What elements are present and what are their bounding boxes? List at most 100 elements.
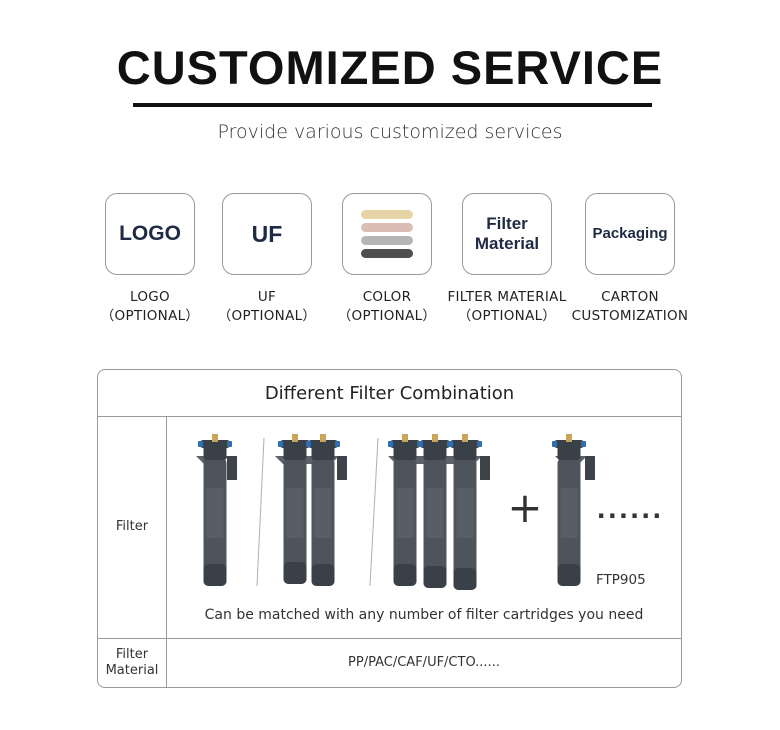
wall-plate: [480, 456, 490, 480]
cartridge-base: [283, 562, 307, 584]
option-uf-caption-sub: （OPTIONAL）: [217, 308, 317, 324]
cartridge-base: [203, 564, 227, 586]
material-row-body: PP/PAC/CAF/UF/CTO......: [167, 638, 681, 687]
cartridge-head: [311, 446, 335, 460]
cartridge-valve: [212, 434, 218, 442]
cartridge-base: [453, 568, 477, 590]
option-logo-caption: LOGO （OPTIONAL）: [80, 288, 220, 326]
option-color-box[interactable]: [342, 193, 432, 275]
color-swatch-pink: [361, 223, 413, 232]
cartridge-base: [393, 564, 417, 586]
cartridge-port: [450, 440, 480, 448]
option-filter-material-box-line2: Material: [474, 234, 540, 253]
cartridge-base: [557, 564, 581, 586]
filter-combination-table: Different Filter Combination Filter + ..…: [97, 369, 682, 688]
option-uf[interactable]: UF UF （OPTIONAL）: [197, 193, 337, 326]
plus-symbol: +: [507, 483, 542, 532]
page-title: CUSTOMIZED SERVICE: [116, 41, 664, 94]
service-options: LOGO LOGO （OPTIONAL） UF UF （OPTIONAL） CO…: [0, 193, 780, 343]
cartridge-head: [203, 446, 227, 460]
cartridge-port: [420, 440, 450, 448]
option-logo-box[interactable]: LOGO: [105, 193, 195, 275]
wall-plate: [227, 456, 237, 480]
cartridge-valve: [566, 434, 572, 442]
cartridge-group: [196, 434, 595, 590]
material-row-label-line2: Material: [105, 662, 159, 678]
filter-combinations-illustration: + ......: [196, 434, 664, 590]
model-label: FTP905: [596, 572, 646, 588]
cartridge-valve: [432, 434, 438, 442]
option-filter-material-caption-title: FILTER MATERIAL: [447, 289, 567, 305]
cartridge-port: [280, 440, 310, 448]
cartridge-port: [390, 440, 420, 448]
option-color[interactable]: COLOR （OPTIONAL）: [317, 193, 457, 326]
cartridge-valve: [402, 434, 408, 442]
option-logo[interactable]: LOGO LOGO （OPTIONAL）: [80, 193, 220, 326]
combo-divider-2: [369, 437, 379, 587]
option-packaging[interactable]: Packaging CARTON CUSTOMIZATION: [560, 193, 700, 326]
combo-divider-1: [256, 437, 265, 587]
option-uf-box[interactable]: UF: [222, 193, 312, 275]
option-filter-material-box-line1: Filter: [486, 214, 528, 234]
option-packaging-box-text: Packaging: [592, 225, 668, 243]
cartridge-valve: [292, 434, 298, 442]
cartridge-port: [554, 440, 584, 448]
filter-row-body: + ...... FTP905 Can be matched with any …: [167, 416, 681, 638]
option-packaging-box[interactable]: Packaging: [585, 193, 675, 275]
cartridge-head: [423, 446, 447, 460]
cartridge-label: [456, 488, 474, 538]
option-uf-caption-title: UF: [257, 289, 277, 305]
filter-row: Filter + ...... FTP905 Can be matched wi…: [98, 416, 681, 639]
port-fitting: [477, 441, 482, 447]
option-filter-material-box[interactable]: Filter Material: [462, 193, 552, 275]
option-uf-caption: UF （OPTIONAL）: [197, 288, 337, 326]
port-fitting: [306, 441, 311, 447]
cartridge-port: [200, 440, 230, 448]
port-fitting: [448, 441, 453, 447]
more-ellipsis: ......: [597, 496, 664, 524]
cartridge-port: [308, 440, 338, 448]
color-swatch-dark: [361, 249, 413, 258]
filter-note: Can be matched with any number of filter…: [204, 607, 644, 623]
port-fitting: [418, 441, 423, 447]
cartridge-head: [557, 446, 581, 460]
option-logo-caption-sub: （OPTIONAL）: [100, 308, 200, 324]
table-header: Different Filter Combination: [98, 370, 681, 417]
title-underline: [133, 103, 652, 107]
cartridge-head: [393, 446, 417, 460]
material-row: Filter Material PP/PAC/CAF/UF/CTO......: [98, 638, 681, 687]
cartridge-base: [423, 566, 447, 588]
color-swatch-beige: [361, 210, 413, 219]
port-fitting: [198, 441, 203, 447]
filter-row-label: Filter: [98, 416, 167, 638]
option-filter-material-box-text: Filter Material: [475, 214, 539, 253]
option-logo-box-text: LOGO: [119, 221, 181, 245]
color-swatches: [361, 210, 413, 258]
cartridge-label: [396, 488, 414, 538]
cartridge-label: [314, 488, 332, 538]
wall-plate: [337, 456, 347, 480]
port-fitting: [278, 441, 283, 447]
option-filter-material[interactable]: Filter Material FILTER MATERIAL （OPTIONA…: [437, 193, 577, 326]
cartridge-head: [283, 446, 307, 460]
port-fitting: [227, 441, 232, 447]
cartridge-base: [311, 564, 335, 586]
option-packaging-caption-sub: CUSTOMIZATION: [571, 308, 689, 324]
cartridge-label: [286, 488, 304, 538]
option-packaging-caption-title: CARTON: [601, 289, 659, 305]
option-uf-box-text: UF: [251, 220, 283, 247]
cartridge-head: [453, 446, 477, 460]
cartridge-label: [560, 488, 578, 538]
port-fitting: [388, 441, 393, 447]
option-logo-caption-title: LOGO: [130, 289, 170, 305]
material-row-label-line1: Filter: [115, 646, 149, 662]
cartridge-label: [426, 488, 444, 538]
port-fitting: [552, 441, 557, 447]
option-packaging-caption: CARTON CUSTOMIZATION: [560, 288, 700, 326]
material-value: PP/PAC/CAF/UF/CTO......: [348, 655, 500, 670]
cartridge-valve: [320, 434, 326, 442]
option-color-caption: COLOR （OPTIONAL）: [317, 288, 457, 326]
port-fitting: [581, 441, 586, 447]
option-color-caption-title: COLOR: [362, 289, 412, 305]
port-fitting: [335, 441, 340, 447]
